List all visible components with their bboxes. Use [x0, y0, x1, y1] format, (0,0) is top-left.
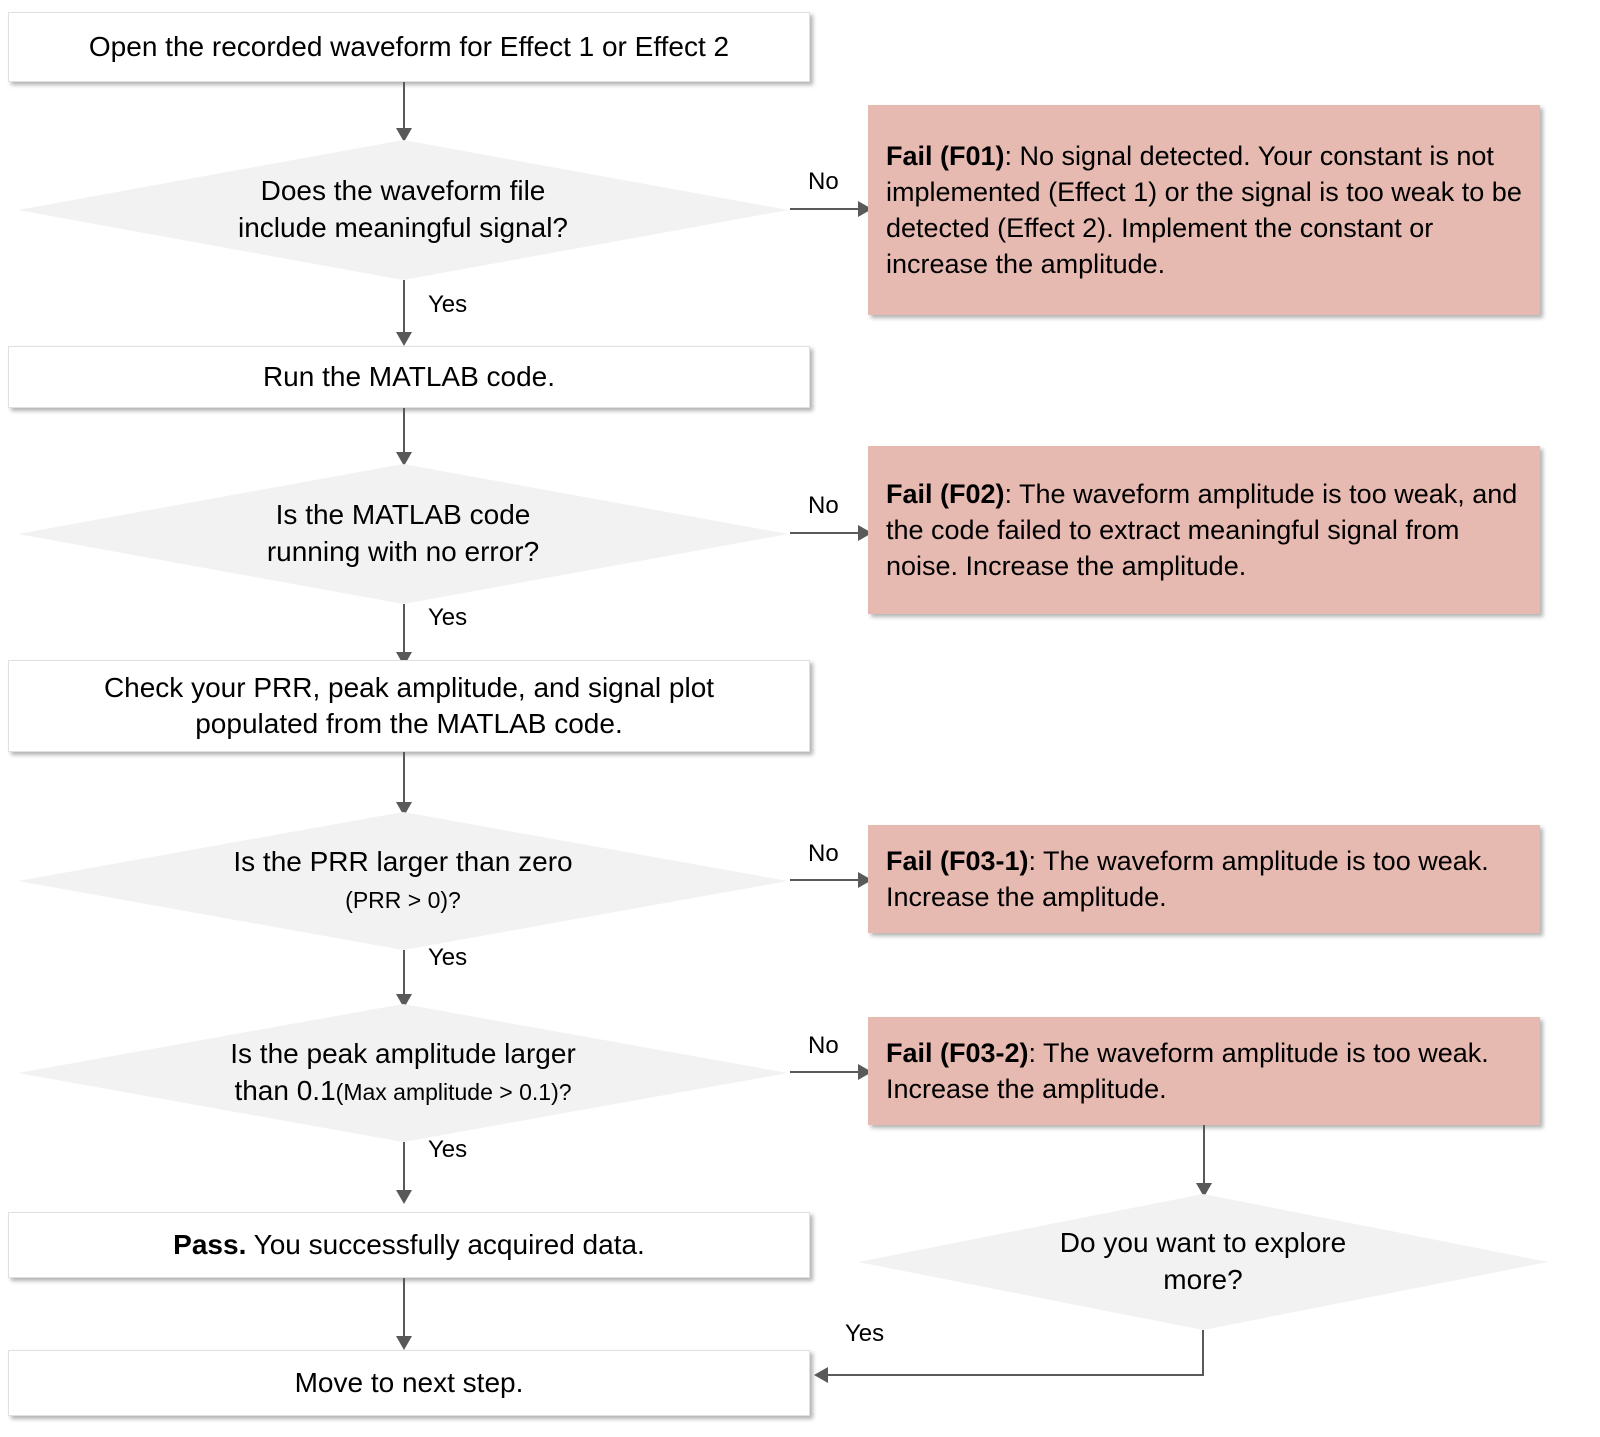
node-check-prr-outputs-text: Check your PRR, peak amplitude, and sign… [104, 670, 714, 743]
connector-d5-yes-horizontal [828, 1374, 1204, 1376]
connector-start-to-d1 [403, 82, 405, 132]
edge-label-d1-yes: Yes [428, 291, 468, 318]
decision-explore-more-text: Do you want to explore more? [858, 1194, 1548, 1330]
node-move-to-next-step[interactable]: Move to next step. [8, 1350, 810, 1416]
decision-d1-line1: Does the waveform file [260, 175, 546, 207]
decision-explore-more[interactable]: Do you want to explore more? [858, 1194, 1548, 1330]
edge-label-d5-yes: Yes [845, 1320, 885, 1347]
node-check-prr-outputs[interactable]: Check your PRR, peak amplitude, and sign… [8, 660, 810, 752]
decision-peak-amplitude-threshold[interactable]: Is the peak amplitude larger than 0.1(Ma… [18, 1004, 788, 1142]
fail-box-f02-message: : The waveform amplitude is too weak, an… [886, 478, 1518, 582]
node-pass-result-bold: Pass. [173, 1228, 247, 1260]
edge-label-d3-yes: Yes [428, 944, 468, 971]
fail-box-f03-2-message: : The waveform amplitude is too weak. In… [886, 1037, 1489, 1104]
decision-d2-line1: Is the MATLAB code [275, 499, 531, 531]
connector-check-to-d3 [403, 752, 405, 806]
decision-d1-line2: include meaningful signal? [238, 212, 568, 243]
arrowhead-start-to-d1 [396, 128, 412, 142]
fail-box-f03-2-code: Fail (F03-2) [886, 1037, 1029, 1068]
arrowhead-pass-to-next [396, 1336, 412, 1350]
node-pass-result[interactable]: Pass. You successfully acquired data. [8, 1212, 810, 1278]
arrowhead-f03-2-to-d5 [1196, 1183, 1212, 1197]
node-run-matlab-code-label: Run the MATLAB code. [262, 360, 556, 392]
arrowhead-d4-yes [396, 1190, 412, 1204]
edge-label-d3-no: No [808, 840, 839, 867]
arrowhead-check-to-d3 [396, 802, 412, 816]
node-check-prr-outputs-line1: Check your PRR, peak amplitude, and sign… [103, 671, 715, 703]
edge-label-d2-yes: Yes [428, 604, 468, 631]
decision-matlab-runs-no-error[interactable]: Is the MATLAB code running with no error… [18, 464, 788, 604]
node-pass-result-message: You successfully acquired data. [246, 1228, 645, 1260]
edge-label-d2-no: No [808, 492, 839, 519]
connector-f03-2-to-d5 [1203, 1125, 1205, 1187]
decision-waveform-has-signal-text: Does the waveform file include meaningfu… [18, 140, 788, 280]
node-open-waveform[interactable]: Open the recorded waveform for Effect 1 … [8, 12, 810, 82]
decision-waveform-has-signal[interactable]: Does the waveform file include meaningfu… [18, 140, 788, 280]
connector-d1-yes [403, 280, 405, 338]
fail-box-f03-1-text: Fail (F03-1): The waveform amplitude is … [886, 843, 1522, 915]
connector-d3-yes [403, 950, 405, 998]
arrowhead-d5-yes [814, 1367, 828, 1383]
decision-matlab-runs-no-error-text: Is the MATLAB code running with no error… [18, 464, 788, 604]
fail-box-f01: Fail (F01): No signal detected. Your con… [868, 105, 1540, 315]
fail-box-f03-2: Fail (F03-2): The waveform amplitude is … [868, 1017, 1540, 1125]
decision-peak-amplitude-threshold-text: Is the peak amplitude larger than 0.1(Ma… [18, 1004, 788, 1142]
decision-d4-line2-main: than 0.1 [234, 1075, 336, 1106]
connector-d4-no [790, 1071, 866, 1073]
arrowhead-runmatlab-to-d2 [396, 452, 412, 466]
fail-box-f01-code: Fail (F01) [886, 140, 1005, 171]
arrowhead-d3-yes [396, 994, 412, 1008]
decision-d5-line2: more? [1163, 1264, 1243, 1295]
node-run-matlab-code[interactable]: Run the MATLAB code. [8, 346, 810, 408]
fail-box-f03-1-code: Fail (F03-1) [886, 845, 1029, 876]
decision-d3-line2: (PRR > 0)? [345, 887, 461, 913]
decision-d5-line1: Do you want to explore [1059, 1227, 1347, 1259]
arrowhead-d1-yes [396, 332, 412, 346]
decision-d2-line2: running with no error? [266, 536, 540, 567]
fail-box-f01-message: : No signal detected. Your constant is n… [886, 140, 1522, 280]
fail-box-f01-text: Fail (F01): No signal detected. Your con… [886, 138, 1522, 283]
decision-prr-greater-than-zero-text: Is the PRR larger than zero (PRR > 0)? [18, 812, 788, 950]
connector-pass-to-next [403, 1278, 405, 1340]
connector-d5-yes-vertical [1202, 1330, 1204, 1375]
fail-box-f03-2-text: Fail (F03-2): The waveform amplitude is … [886, 1035, 1522, 1107]
decision-d4-line1: Is the peak amplitude larger [230, 1038, 576, 1070]
connector-d1-no [790, 208, 866, 210]
fail-box-f03-1-message: : The waveform amplitude is too weak. In… [886, 845, 1489, 912]
edge-label-d1-no: No [808, 168, 839, 195]
edge-label-d4-yes: Yes [428, 1136, 468, 1163]
node-check-prr-outputs-line2: populated from the MATLAB code. [195, 708, 623, 739]
fail-box-f02-code: Fail (F02) [886, 478, 1005, 509]
connector-d4-yes [403, 1142, 405, 1194]
node-open-waveform-label: Open the recorded waveform for Effect 1 … [88, 30, 730, 62]
connector-d3-no [790, 879, 866, 881]
node-pass-result-text: Pass. You successfully acquired data. [173, 1227, 645, 1263]
fail-box-f02-text: Fail (F02): The waveform amplitude is to… [886, 476, 1522, 585]
fail-box-f02: Fail (F02): The waveform amplitude is to… [868, 446, 1540, 614]
fail-box-f03-1: Fail (F03-1): The waveform amplitude is … [868, 825, 1540, 933]
connector-d2-no [790, 532, 866, 534]
connector-d2-yes [403, 604, 405, 658]
connector-runmatlab-to-d2 [403, 408, 405, 456]
node-move-to-next-step-label: Move to next step. [294, 1366, 524, 1398]
decision-d3-line1: Is the PRR larger than zero [233, 846, 573, 878]
decision-d4-line2-small: (Max amplitude > 0.1)? [335, 1079, 572, 1105]
decision-prr-greater-than-zero[interactable]: Is the PRR larger than zero (PRR > 0)? [18, 812, 788, 950]
edge-label-d4-no: No [808, 1032, 839, 1059]
